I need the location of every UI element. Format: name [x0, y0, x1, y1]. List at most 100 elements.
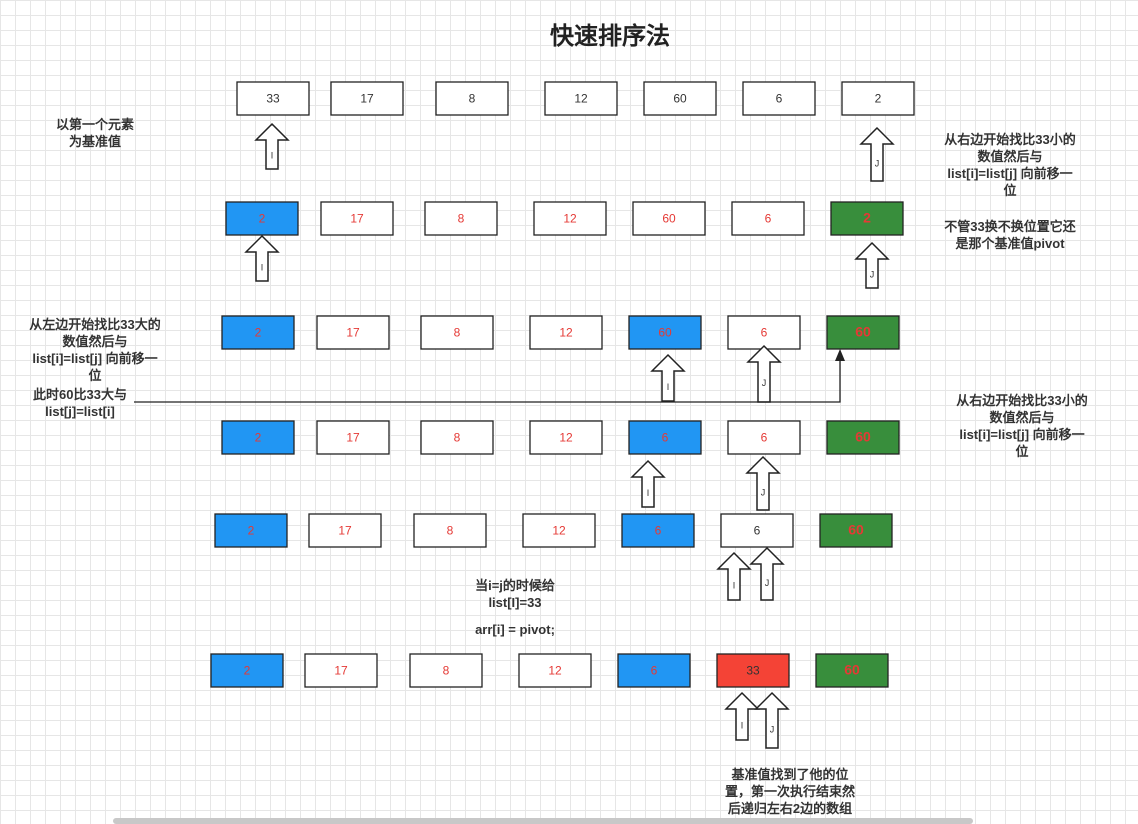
array-cell-value: 17	[338, 524, 352, 538]
array-cell	[409, 653, 483, 688]
note-conclusion: 基准值找到了他的位 置，第一次执行结束然 后递归左右2边的数组	[724, 767, 855, 816]
pointer-label: J	[762, 378, 767, 388]
array-cell	[716, 653, 790, 688]
array-cell	[533, 201, 607, 236]
array-cell-value: 17	[334, 664, 348, 678]
j-pointer-arrow	[854, 241, 890, 289]
array-cell-value: 6	[776, 92, 783, 106]
array-cell-value: 17	[350, 212, 364, 226]
array-cell	[518, 653, 592, 688]
i-pointer-arrow	[244, 234, 280, 282]
array-cell	[742, 81, 816, 116]
array-cell	[214, 513, 288, 548]
array-cell-value: 6	[761, 326, 768, 340]
array-cell	[210, 653, 284, 688]
array-cell	[815, 653, 889, 688]
array-cell-value: 8	[454, 326, 461, 340]
array-cell-value: 6	[754, 524, 761, 538]
array-cell-value: 33	[746, 664, 760, 678]
array-cell-value: 8	[443, 664, 450, 678]
note-pivot-first: 以第一个元素 为基准值	[55, 117, 134, 149]
array-cell-value: 2	[259, 212, 266, 226]
array-cell	[420, 315, 494, 350]
note-swap-60: 此时60比33大与 list[j]=list[i]	[33, 387, 127, 419]
array-cell	[316, 420, 390, 455]
array-cell	[413, 513, 487, 548]
array-cell	[727, 315, 801, 350]
array-cell-value: 17	[346, 326, 360, 340]
j-pointer-arrow	[754, 691, 790, 749]
swap-connector-line	[134, 352, 841, 403]
array-cell-value: 8	[469, 92, 476, 106]
note-i-equals-j: 当i=j的时候给 list[I]=33	[475, 578, 555, 610]
array-cell	[544, 81, 618, 116]
array-cell-value: 60	[848, 522, 864, 538]
array-cell-value: 12	[548, 664, 562, 678]
i-pointer-arrow	[716, 551, 752, 601]
i-pointer-arrow	[724, 691, 760, 741]
array-cell	[435, 81, 509, 116]
array-cell	[643, 81, 717, 116]
array-cell-value: 60	[673, 92, 687, 106]
array-cell	[841, 81, 915, 116]
array-cell-value: 6	[651, 664, 658, 678]
note-left-find-larger: 从左边开始找比33大的 数值然后与 list[i]=list[j] 向前移一 位	[29, 317, 161, 383]
array-cell	[330, 81, 404, 116]
i-pointer-arrow	[630, 459, 666, 508]
array-cell	[529, 420, 603, 455]
j-pointer-arrow	[859, 126, 895, 182]
array-cell-value: 6	[761, 431, 768, 445]
array-cell	[320, 201, 394, 236]
pointer-label: J	[875, 159, 880, 169]
array-cell	[727, 420, 801, 455]
array-cell	[621, 513, 695, 548]
array-cell	[632, 201, 706, 236]
array-cell	[424, 201, 498, 236]
array-cell	[628, 420, 702, 455]
note-pivot-unchanged: 不管33换不换位置它还 是那个基准值pivot	[944, 219, 1076, 251]
array-cell-value: 12	[559, 431, 573, 445]
pointer-label: I	[647, 488, 650, 498]
pointer-label: I	[271, 151, 274, 161]
pointer-label: J	[765, 578, 770, 588]
array-cell-value: 8	[454, 431, 461, 445]
pointer-label: J	[870, 270, 875, 280]
array-cell-value: 60	[855, 429, 871, 445]
array-cell-value: 12	[552, 524, 566, 538]
array-cell-value: 60	[855, 324, 871, 340]
array-cell	[830, 201, 904, 236]
array-cell-value: 2	[255, 431, 262, 445]
i-pointer-arrow	[650, 353, 686, 402]
array-cell	[236, 81, 310, 116]
array-cell	[826, 420, 900, 455]
array-cell-value: 8	[458, 212, 465, 226]
array-cell	[304, 653, 378, 688]
array-cell	[826, 315, 900, 350]
array-cell-value: 2	[248, 524, 255, 538]
pointer-label: J	[770, 725, 775, 735]
array-cell	[316, 315, 390, 350]
array-cell-value: 12	[574, 92, 588, 106]
array-cell	[529, 315, 603, 350]
array-cell-value: 2	[244, 664, 251, 678]
array-cell-value: 33	[266, 92, 280, 106]
connector-arrowhead-icon	[835, 349, 845, 361]
array-cell-value: 2	[863, 210, 871, 226]
array-cell	[221, 420, 295, 455]
pointer-label: I	[261, 263, 264, 273]
array-cell	[221, 315, 295, 350]
array-cell	[819, 513, 893, 548]
array-cell	[731, 201, 805, 236]
array-cell	[522, 513, 596, 548]
pointer-label: I	[733, 581, 736, 591]
array-cell	[720, 513, 794, 548]
horizontal-scrollbar[interactable]	[113, 818, 973, 824]
i-pointer-arrow	[254, 122, 290, 170]
array-cell	[617, 653, 691, 688]
j-pointer-arrow	[745, 455, 781, 511]
